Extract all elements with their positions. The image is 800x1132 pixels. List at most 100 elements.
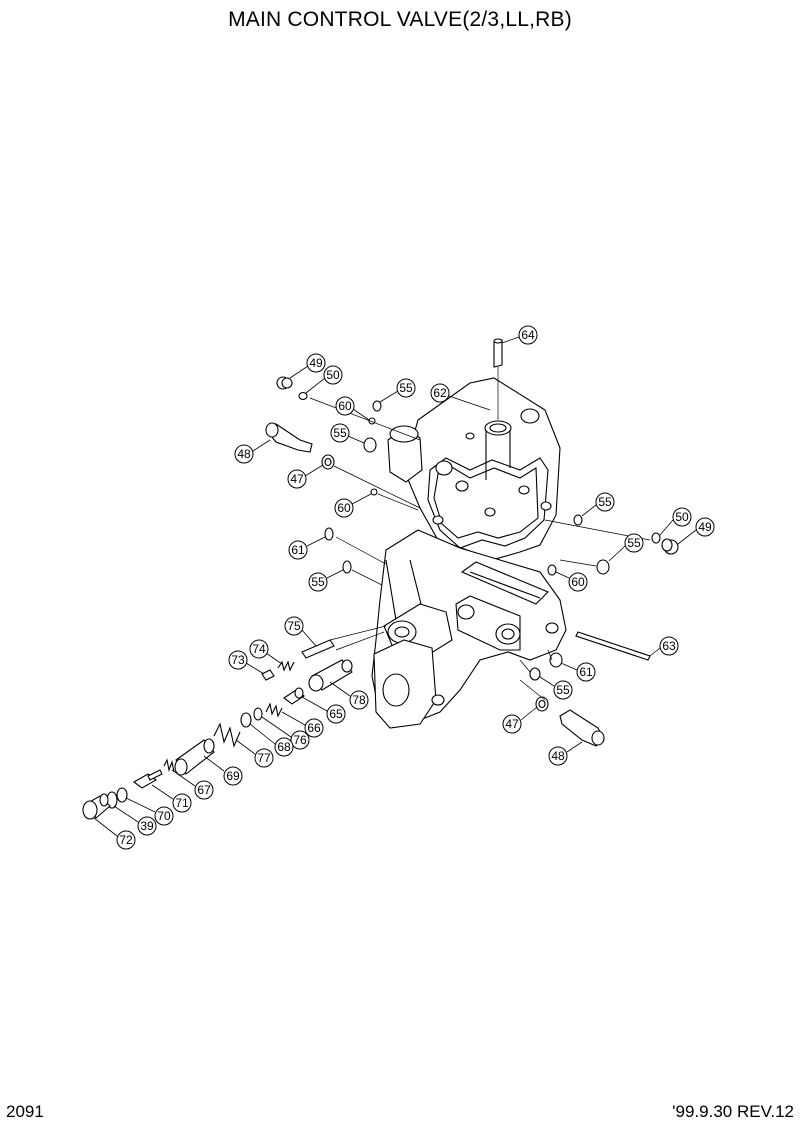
callout-76: 76	[290, 730, 310, 750]
callout-label: 73	[231, 653, 245, 667]
callout-69: 69	[223, 766, 243, 786]
callout-60: 60	[335, 396, 355, 416]
callout-label: 50	[326, 368, 340, 382]
callout-circle	[334, 498, 354, 518]
callout-68: 68	[274, 737, 294, 757]
callout-55: 55	[396, 378, 416, 398]
callout-circle	[308, 572, 328, 592]
callout-circle	[306, 353, 326, 373]
callout-circle	[304, 718, 324, 738]
callout-label: 76	[293, 733, 307, 747]
callout-label: 72	[119, 833, 133, 847]
callout-label: 65	[329, 707, 343, 721]
callout-label: 68	[277, 740, 291, 754]
callout-circle	[228, 650, 248, 670]
callout-63: 63	[659, 636, 679, 656]
callout-circle	[659, 636, 679, 656]
callout-circle	[672, 507, 692, 527]
callout-47: 47	[502, 714, 522, 734]
callout-circle	[254, 748, 274, 768]
callout-72: 72	[116, 830, 136, 850]
callout-67: 67	[194, 780, 214, 800]
callout-circle	[290, 730, 310, 750]
callout-label: 48	[551, 749, 565, 763]
callout-label: 71	[175, 796, 189, 810]
loose-parts	[82, 338, 679, 820]
valve-body	[371, 377, 567, 729]
callout-circle	[154, 806, 174, 826]
page-number: 2091	[6, 1102, 44, 1121]
callout-circle	[595, 492, 615, 512]
callout-label: 75	[287, 619, 301, 633]
callout-circle	[624, 533, 644, 553]
callout-label: 66	[307, 721, 321, 735]
callout-label: 49	[309, 356, 323, 370]
callout-circle	[695, 517, 715, 537]
callout-50: 50	[323, 365, 343, 385]
callout-49: 49	[695, 517, 715, 537]
callout-circle	[194, 780, 214, 800]
callout-label: 77	[257, 751, 271, 765]
callout-49: 49	[306, 353, 326, 373]
callout-circle	[326, 704, 346, 724]
callout-circle	[323, 365, 343, 385]
callout-77: 77	[254, 748, 274, 768]
callout-65: 65	[326, 704, 346, 724]
callout-label: 63	[662, 639, 676, 653]
callout-60: 60	[334, 498, 354, 518]
leader-lines	[93, 336, 697, 837]
callout-55: 55	[553, 680, 573, 700]
callout-label: 55	[556, 683, 570, 697]
callout-75: 75	[284, 616, 304, 636]
callout-circle	[288, 540, 308, 560]
callout-label: 55	[311, 575, 325, 589]
callout-circle	[548, 746, 568, 766]
callout-label: 62	[433, 386, 447, 400]
callout-55: 55	[308, 572, 328, 592]
callout-label: 55	[399, 381, 413, 395]
callout-circle	[502, 714, 522, 734]
callout-label: 50	[675, 510, 689, 524]
callout-70: 70	[154, 806, 174, 826]
callout-47: 47	[287, 469, 307, 489]
callout-61: 61	[288, 540, 308, 560]
callout-circle	[137, 816, 157, 836]
callout-label: 69	[226, 769, 240, 783]
callout-label: 47	[505, 717, 519, 731]
callout-label: 61	[291, 543, 305, 557]
callout-55: 55	[330, 423, 350, 443]
callout-circle	[116, 830, 136, 850]
callout-64: 64	[518, 325, 538, 345]
callout-label: 49	[698, 520, 712, 534]
callout-66: 66	[304, 718, 324, 738]
callout-circle	[223, 766, 243, 786]
callout-61: 61	[576, 662, 596, 682]
callout-label: 70	[157, 809, 171, 823]
callout-label: 39	[140, 819, 154, 833]
callout-55: 55	[595, 492, 615, 512]
callout-circle	[576, 662, 596, 682]
callout-74: 74	[249, 639, 269, 659]
callout-label: 74	[252, 642, 266, 656]
callout-circle	[274, 737, 294, 757]
callout-label: 60	[338, 399, 352, 413]
callout-39: 39	[137, 816, 157, 836]
callout-label: 55	[598, 495, 612, 509]
callout-circle	[330, 423, 350, 443]
callout-circle	[287, 469, 307, 489]
callout-label: 61	[579, 665, 593, 679]
callout-48: 48	[234, 444, 254, 464]
callout-label: 47	[290, 472, 304, 486]
callout-48: 48	[548, 746, 568, 766]
callout-circle	[430, 383, 450, 403]
callout-label: 55	[627, 536, 641, 550]
callout-circle	[249, 639, 269, 659]
callout-circle	[172, 793, 192, 813]
callout-circle	[396, 378, 416, 398]
callout-label: 48	[237, 447, 251, 461]
callout-50: 50	[672, 507, 692, 527]
callout-circle	[335, 396, 355, 416]
callout-55: 55	[624, 533, 644, 553]
callout-71: 71	[172, 793, 192, 813]
